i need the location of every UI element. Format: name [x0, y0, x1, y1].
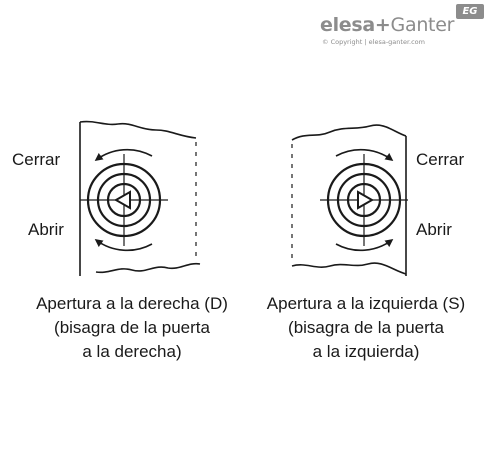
left-panel-top-break [79, 120, 197, 139]
left-close-rotation-arrow-icon [94, 148, 153, 161]
brand-logo: elesa+Ganter EG © Copyright | elesa-gant… [318, 4, 486, 50]
left-open-label: Abrir [28, 220, 64, 239]
left-triangle-pointer-icon [113, 190, 131, 210]
right-open-label: Abrir [416, 220, 452, 239]
left-open-rotation-arrow-icon [94, 239, 153, 252]
left-close-label: Cerrar [12, 150, 61, 169]
left-caption: Apertura a la derecha (D) (bisagra de la… [20, 292, 244, 364]
right-lock-symbol [320, 148, 408, 252]
copyright-text: © Copyright | elesa-ganter.com [322, 38, 425, 46]
right-triangle-pointer-icon [357, 190, 375, 210]
left-lock-symbol [80, 148, 168, 252]
left-caption-line2: (bisagra de la puerta [54, 318, 210, 337]
right-close-rotation-arrow-icon [335, 148, 394, 161]
left-caption-line3: a la derecha) [82, 342, 182, 361]
right-caption: Apertura a la izquierda (S) (bisagra de … [250, 292, 482, 364]
brand-name: elesa+Ganter [320, 14, 455, 36]
right-close-label: Cerrar [416, 150, 465, 169]
right-door-panel [291, 124, 407, 276]
right-open-rotation-arrow-icon [335, 239, 394, 252]
right-panel-top-break [291, 124, 407, 141]
right-caption-line1: Apertura a la izquierda (S) [266, 294, 466, 313]
right-panel-bottom-break [291, 262, 407, 275]
left-door-panel [79, 120, 201, 276]
right-caption-line2: (bisagra de la puerta [288, 318, 444, 337]
right-caption-line3: a la izquierda) [312, 342, 420, 361]
brand-badge: EG [456, 4, 484, 19]
left-caption-line1: Apertura a la derecha (D) [36, 294, 228, 313]
left-panel-bottom-break [95, 262, 201, 274]
